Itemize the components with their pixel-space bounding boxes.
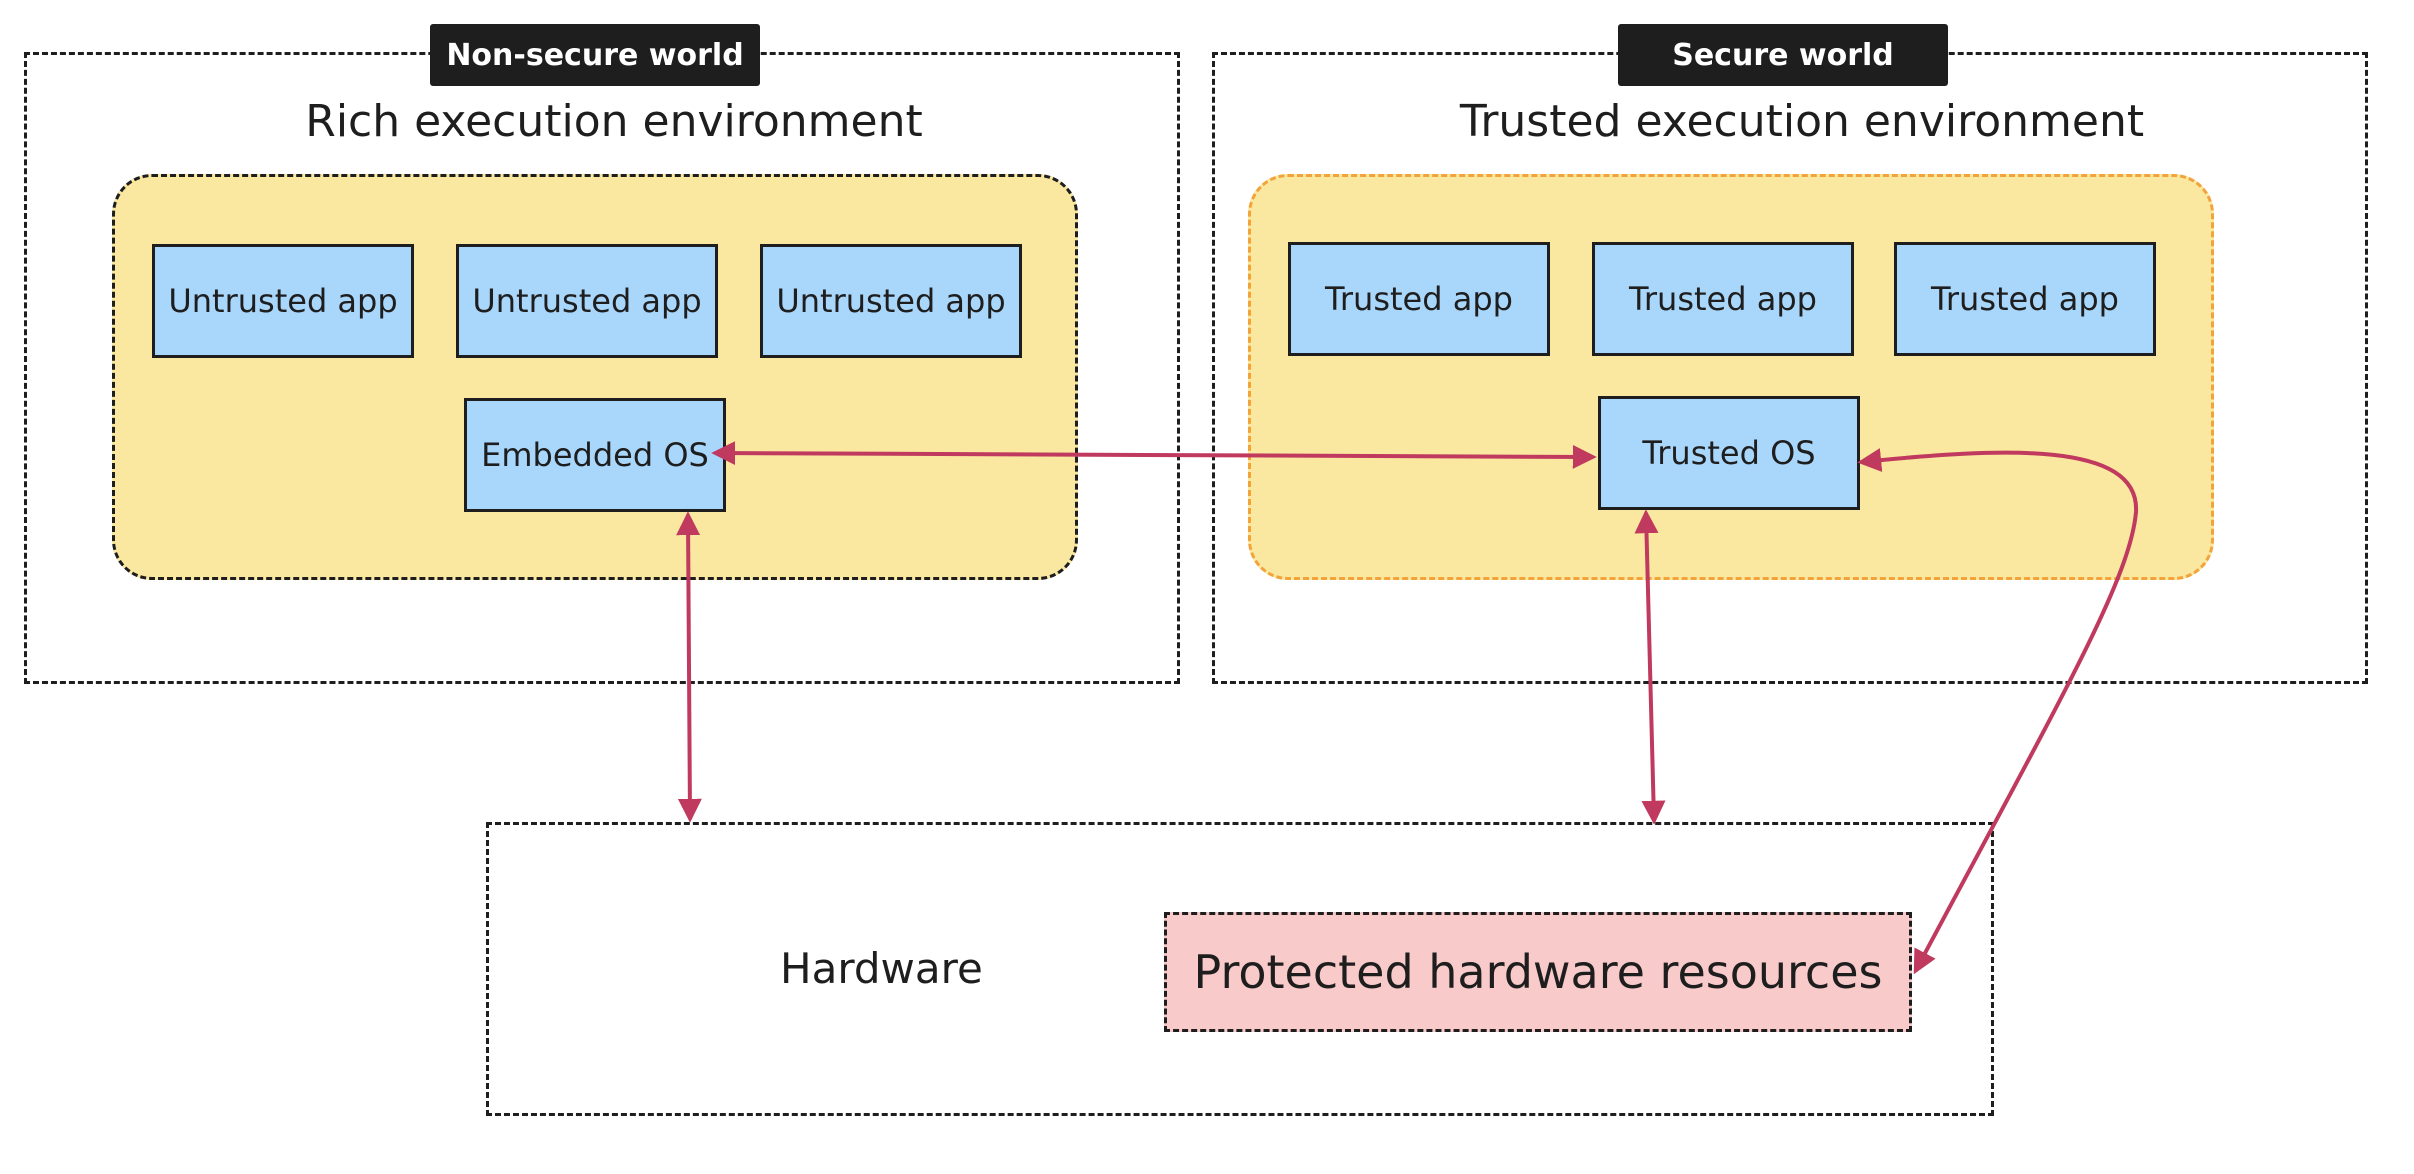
embedded-os-to-hardware-arrow [676, 511, 702, 823]
trusted-app-box-3[interactable]: Trusted app [1894, 242, 2156, 356]
trusted-os-to-hardware-arrow [1634, 509, 1666, 825]
embedded-os-to-trusted-os-arrow [711, 441, 1597, 469]
secure-world-tag: Secure world [1618, 24, 1948, 86]
non-secure-world-tag: Non-secure world [430, 24, 760, 86]
rich-execution-environment-title: Rich execution environment [305, 96, 923, 147]
ree-panel [112, 174, 1078, 580]
trusted-execution-environment-title: Trusted execution environment [1459, 96, 2145, 147]
protected-hardware-resources-box[interactable]: Protected hardware resources [1164, 912, 1912, 1032]
trusted-app-box-1[interactable]: Trusted app [1288, 242, 1550, 356]
trusted-os-box[interactable]: Trusted OS [1598, 396, 1860, 510]
untrusted-app-box-2[interactable]: Untrusted app [456, 244, 718, 358]
embedded-os-box[interactable]: Embedded OS [464, 398, 726, 512]
hardware-frame [486, 822, 1994, 1116]
untrusted-app-box-3[interactable]: Untrusted app [760, 244, 1022, 358]
hardware-label: Hardware [780, 944, 983, 993]
untrusted-app-box-1[interactable]: Untrusted app [152, 244, 414, 358]
trusted-os-to-protected-resources-arrow [1857, 448, 2139, 975]
trusted-app-box-2[interactable]: Trusted app [1592, 242, 1854, 356]
tee-panel [1248, 174, 2214, 580]
